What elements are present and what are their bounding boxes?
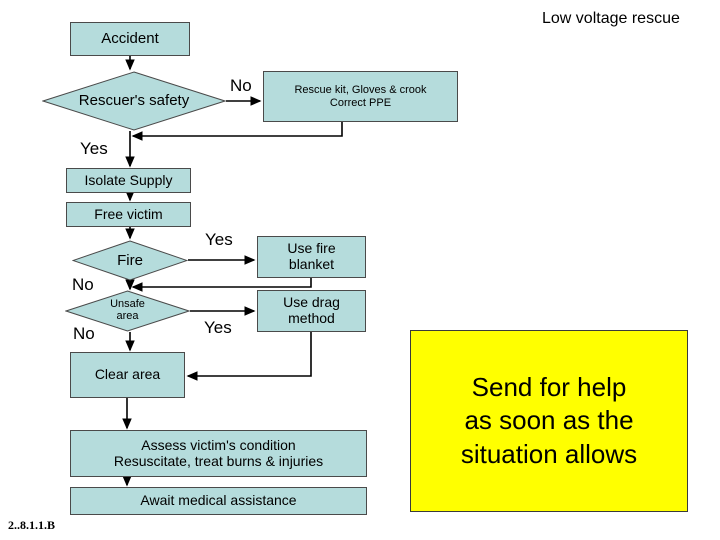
edge-drag-return	[186, 332, 312, 381]
node-accident-label: Accident	[101, 29, 159, 47]
edge-label-no-rescuer-safety: No	[230, 76, 252, 95]
node-assess-victim-label: Assess victim's condition Resuscitate, t…	[113, 436, 324, 469]
edge-label-yes-fire: Yes	[205, 230, 233, 249]
node-rescuer-safety[interactable]: Rescuer's safety	[42, 71, 226, 131]
node-isolate-supply[interactable]: Isolate Supply	[66, 168, 191, 193]
node-free-victim-label: Free victim	[94, 205, 163, 222]
diamond-shape-rescuer-safety	[42, 71, 226, 131]
edge-label-yes-rescuer-safety: Yes	[80, 139, 108, 158]
diamond-shape-fire	[72, 240, 188, 281]
footer-reference-code: 2..8.1.1.B	[8, 518, 56, 532]
node-rescue-kit-label: Rescue kit, Gloves & crook Correct PPE	[294, 84, 427, 109]
node-unsafe-area-label: Unsafe area	[110, 298, 145, 322]
edge-label-no-unsafe-area: No	[73, 324, 95, 343]
callout-send-for-help[interactable]: Send for help as soon as the situation a…	[410, 330, 688, 512]
node-accident[interactable]: Accident	[70, 22, 190, 56]
callout-text: Send for help as soon as the situation a…	[460, 372, 638, 469]
node-use-fire-blanket-label: Use fire blanket	[287, 240, 336, 272]
node-rescuer-safety-label: Rescuer's safety	[78, 92, 190, 110]
node-rescue-kit[interactable]: Rescue kit, Gloves & crook Correct PPE	[263, 71, 458, 122]
page-title: Low voltage rescue	[542, 10, 680, 27]
diamond-shape-unsafe-area	[65, 290, 190, 332]
node-unsafe-area[interactable]: Unsafe area	[65, 290, 190, 332]
edge-label-no-fire: No	[72, 275, 94, 294]
node-use-drag-method-label: Use drag method	[283, 294, 340, 326]
node-free-victim[interactable]: Free victim	[66, 202, 191, 227]
node-fire-label: Fire	[117, 251, 143, 269]
node-await-assistance-label: Await medical assistance	[140, 492, 297, 509]
node-use-fire-blanket[interactable]: Use fire blanket	[257, 236, 366, 278]
node-use-drag-method[interactable]: Use drag method	[257, 290, 366, 332]
node-isolate-supply-label: Isolate Supply	[84, 171, 173, 188]
node-await-assistance[interactable]: Await medical assistance	[70, 487, 367, 515]
node-assess-victim[interactable]: Assess victim's condition Resuscitate, t…	[70, 430, 367, 477]
node-fire[interactable]: Fire	[72, 240, 188, 281]
node-clear-area[interactable]: Clear area	[70, 352, 185, 398]
node-clear-area-label: Clear area	[94, 366, 161, 383]
edge-label-yes-unsafe-area: Yes	[204, 318, 232, 337]
